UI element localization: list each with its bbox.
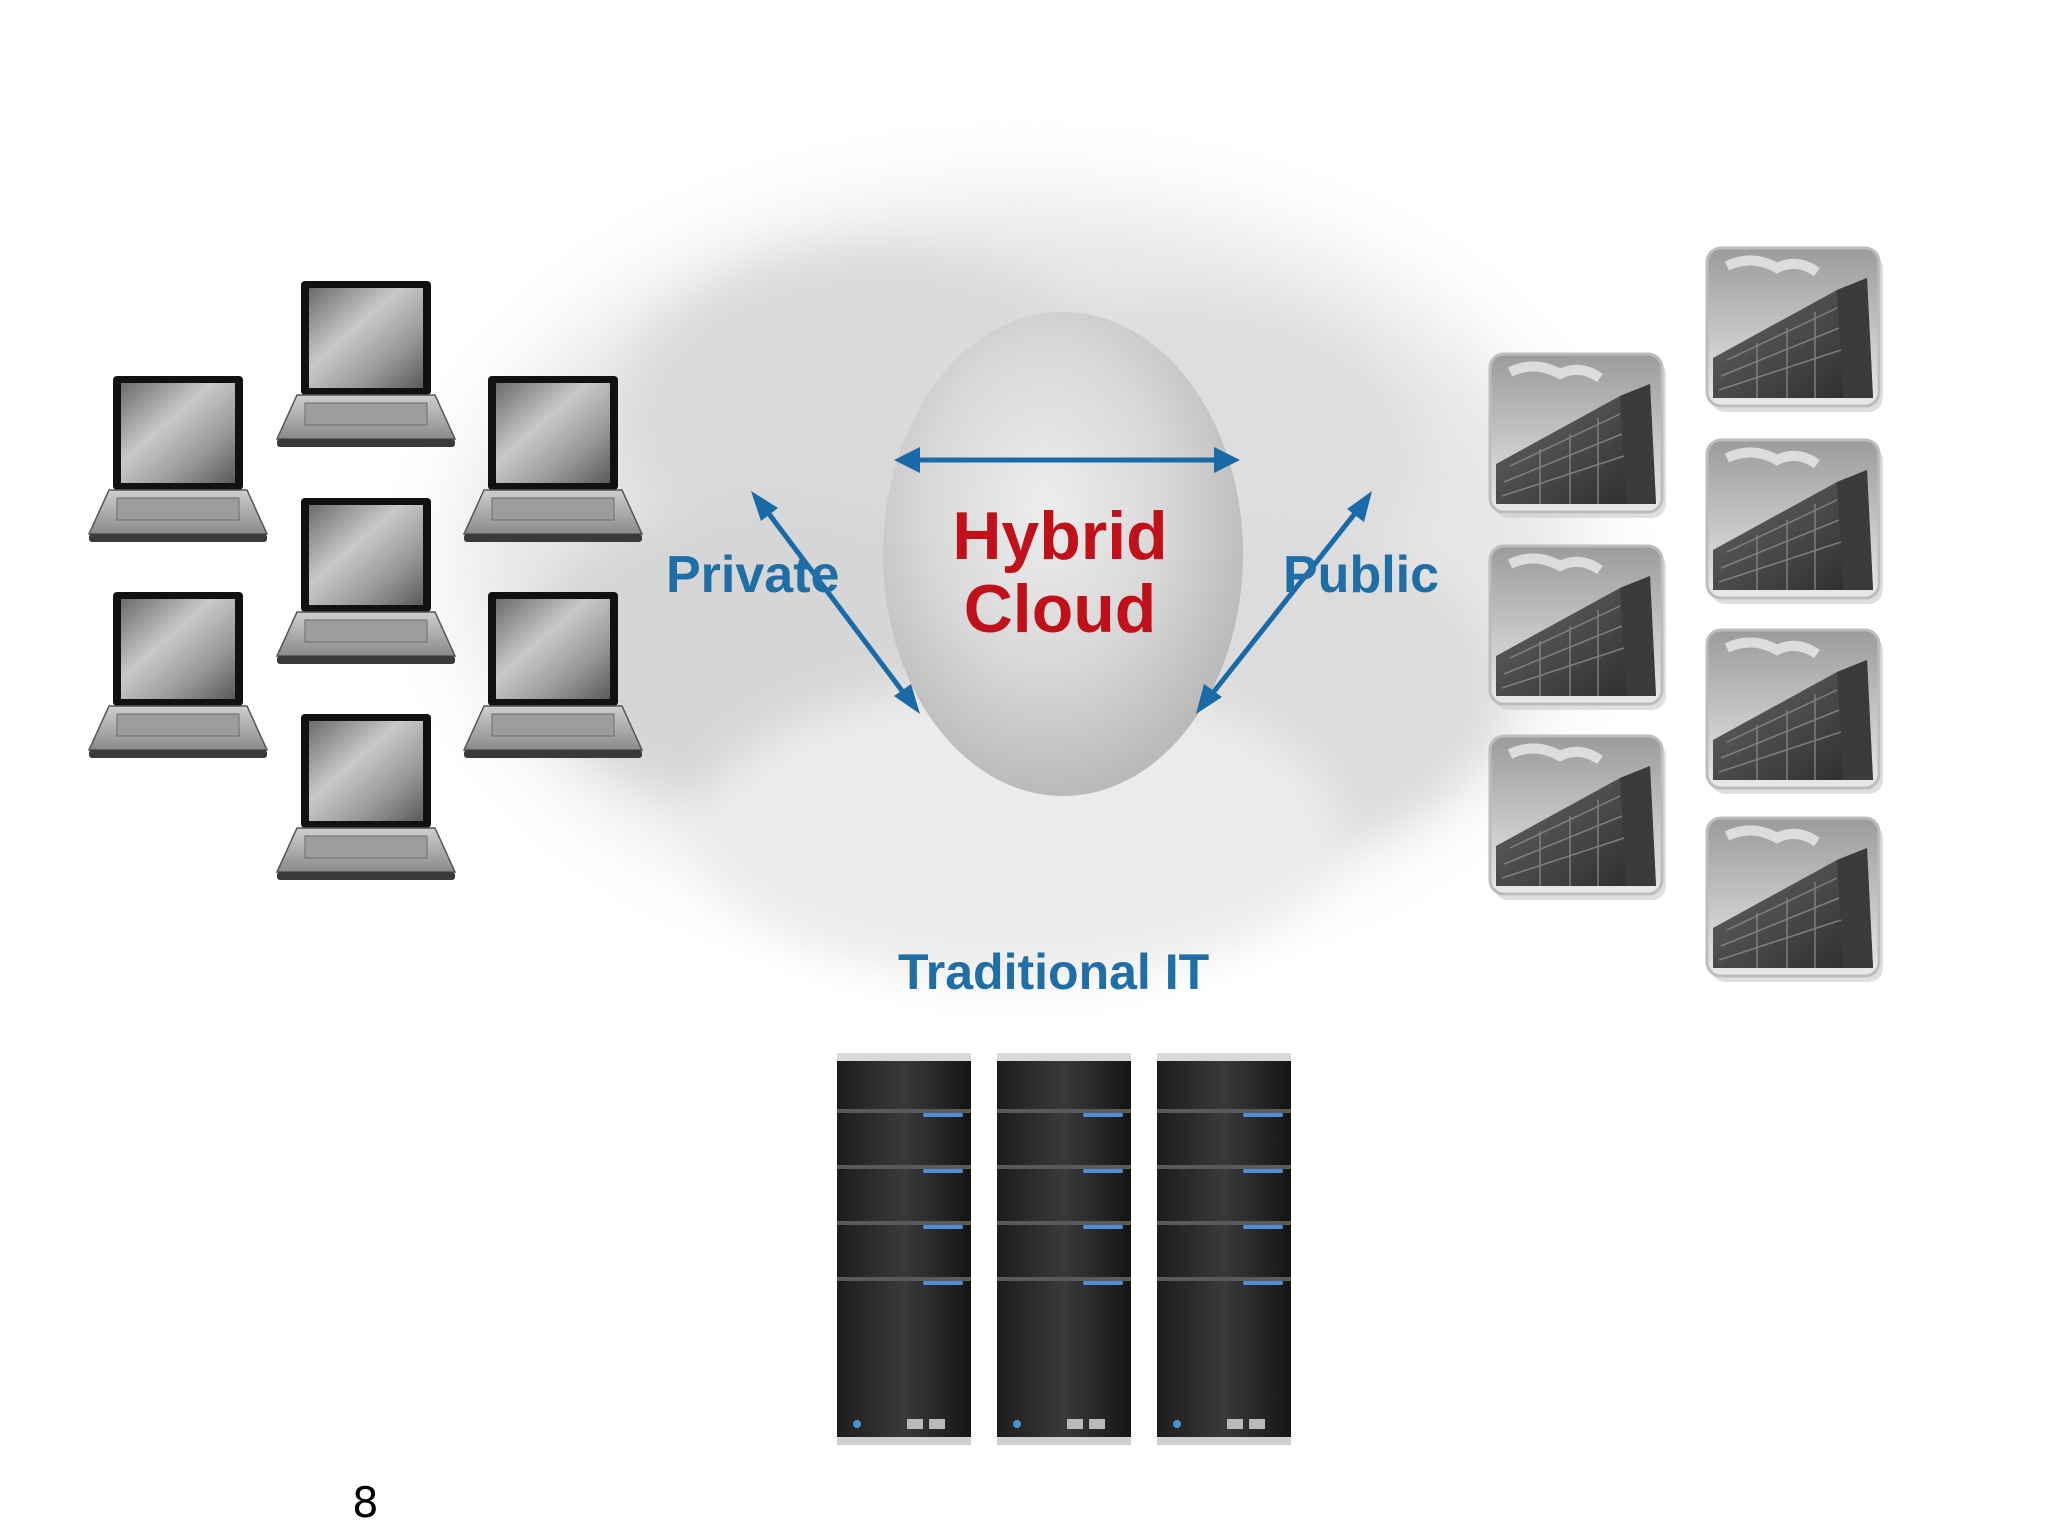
- server-rack-icon: [1157, 1053, 1291, 1445]
- hybrid-cloud-label: Hybrid Cloud: [910, 498, 1210, 648]
- laptop-icon: [276, 713, 456, 881]
- laptop-icon: [276, 497, 456, 665]
- laptop-icon: [276, 280, 456, 448]
- private-label: Private: [666, 546, 840, 604]
- arrow-top-horizontal: [894, 447, 1240, 473]
- office-building-icon: [1707, 818, 1883, 982]
- office-building-icon: [1707, 630, 1883, 794]
- laptop-icon: [463, 591, 643, 759]
- office-building-icon: [1490, 736, 1666, 900]
- traditional-it-label: Traditional IT: [898, 944, 1210, 1000]
- hybrid-cloud-line2: Cloud: [963, 571, 1157, 648]
- public-label: Public: [1283, 546, 1440, 604]
- arrow-private-diagonal: [751, 491, 920, 714]
- hybrid-cloud-sphere: [883, 312, 1243, 796]
- hybrid-cloud-line1: Hybrid: [952, 498, 1168, 574]
- public-building-group: [1490, 248, 1883, 982]
- server-rack-icon: [997, 1053, 1131, 1445]
- office-building-icon: [1490, 354, 1666, 518]
- laptop-icon: [463, 375, 643, 543]
- laptop-icon: [88, 591, 268, 759]
- office-building-icon: [1490, 546, 1666, 710]
- server-rack-icon: [837, 1053, 971, 1445]
- arrow-public-diagonal: [1196, 491, 1372, 714]
- office-building-icon: [1707, 248, 1883, 412]
- office-building-icon: [1707, 440, 1883, 604]
- page-number: 8: [352, 1478, 379, 1527]
- laptop-icon: [88, 375, 268, 543]
- traditional-it-server-group: [837, 1053, 1291, 1445]
